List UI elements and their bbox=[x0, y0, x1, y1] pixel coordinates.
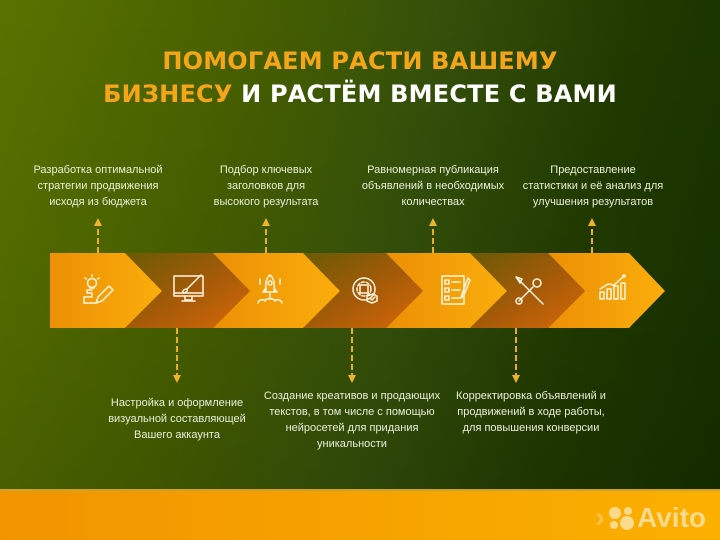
step-3-line: высокого результата bbox=[213, 196, 319, 208]
step-3-line: заголовков для bbox=[226, 180, 306, 192]
step-2-line: Вашего аккаунта bbox=[134, 429, 220, 441]
step-5-line: количествах bbox=[401, 196, 465, 208]
step-5-text: Равномерная публикация объявлений в необ… bbox=[351, 162, 515, 210]
step-7-line: Предоставление bbox=[550, 164, 636, 176]
step-7-line: улучшения результатов bbox=[532, 196, 654, 208]
step-5-line: Равномерная публикация bbox=[367, 164, 499, 176]
monitor-brush-icon bbox=[173, 274, 204, 302]
rocket-icon bbox=[257, 274, 283, 304]
step-6-line: Корректировка объявлений и bbox=[456, 390, 606, 402]
title-line-2-white: И РАСТЁМ ВМЕСТЕ С ВАМИ bbox=[241, 80, 617, 108]
step-6-text: Корректировка объявлений и продвижений в… bbox=[446, 388, 616, 436]
tools-icon bbox=[515, 276, 544, 305]
segment-6 bbox=[470, 253, 585, 328]
step-6-line: для повышения конверсии bbox=[462, 422, 600, 434]
step-7-text: Предоставление статистики и её анализ дл… bbox=[508, 162, 678, 210]
title-line-1-orange: ПОМОГАЕМ РАСТИ ВАШЕМУ bbox=[162, 47, 558, 75]
step-4-line: текстов, в том числе с помощью bbox=[269, 406, 435, 418]
step-1-line: стратегии продвижения bbox=[37, 180, 159, 192]
page-title: ПОМОГАЕМ РАСТИ ВАШЕМУ БИЗНЕСУ И РАСТЁМ В… bbox=[0, 45, 720, 111]
process-chevron-chain bbox=[50, 218, 665, 383]
segment-4 bbox=[303, 253, 423, 328]
growth-chart-icon bbox=[599, 274, 626, 300]
step-1-text: Разработка оптимальной стратегии продвиж… bbox=[18, 162, 178, 210]
step-6-line: продвижений в ходе работы, bbox=[457, 406, 605, 418]
checklist-icon bbox=[441, 275, 471, 305]
title-line-2: БИЗНЕСУ И РАСТЁМ ВМЕСТЕ С ВАМИ bbox=[0, 78, 720, 111]
step-2-line: Настройка и оформление bbox=[110, 397, 244, 409]
segment-1 bbox=[50, 253, 162, 328]
avito-dots-icon bbox=[609, 507, 635, 530]
title-line-1: ПОМОГАЕМ РАСТИ ВАШЕМУ bbox=[0, 45, 720, 78]
step-4-line: Создание креативов и продающих bbox=[263, 390, 441, 402]
idea-pencil-icon bbox=[83, 274, 114, 304]
segment-5 bbox=[386, 253, 507, 328]
footer-band: › Avito bbox=[0, 489, 720, 540]
avito-wordmark: Avito bbox=[637, 502, 706, 533]
step-7-line: статистики и её анализ для bbox=[522, 180, 664, 192]
avito-logo: › Avito bbox=[595, 501, 706, 535]
step-4-text: Создание креативов и продающих текстов, … bbox=[262, 388, 442, 452]
step-4-line: нейросетей для придания bbox=[285, 422, 419, 434]
step-3-text: Подбор ключевых заголовков для высокого … bbox=[186, 162, 346, 210]
step-1-line: Разработка оптимальной bbox=[33, 164, 163, 176]
step-2-text: Настройка и оформление визуальной состав… bbox=[97, 395, 257, 443]
brain-gear-icon bbox=[352, 277, 378, 304]
step-2-line: визуальной составляющей bbox=[108, 413, 246, 425]
title-line-2-orange: БИЗНЕСУ bbox=[103, 80, 233, 108]
step-4-line: уникальности bbox=[317, 438, 387, 450]
step-3-line: Подбор ключевых bbox=[219, 164, 313, 176]
step-5-line: объявлений в необходимых bbox=[361, 180, 505, 192]
step-1-line: исходя из бюджета bbox=[49, 196, 147, 208]
chevron-right-icon: › bbox=[595, 501, 606, 534]
